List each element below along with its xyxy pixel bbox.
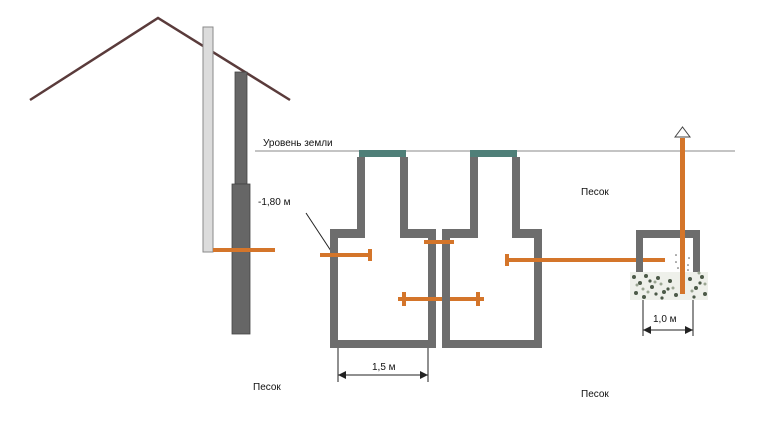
gravel-bed [630, 271, 708, 300]
ground-level-label: Уровень земли [263, 138, 333, 149]
depth-label: -1,80 м [258, 197, 291, 208]
filter-vent-pipe [680, 138, 685, 294]
septic-tank-1 [320, 150, 484, 348]
depth-leader [305, 212, 334, 255]
sand-label-right-top: Песок [581, 187, 609, 198]
filter-well [630, 126, 708, 300]
sand-label-right-bottom: Песок [581, 389, 609, 400]
septic-tank-2 [424, 150, 665, 348]
tank-2-lid [470, 150, 517, 157]
house-drain-riser-top [234, 71, 248, 185]
house-drain-riser [231, 183, 251, 335]
dimension-tank-width: 1,5 м [337, 348, 429, 382]
tank-width-label: 1,5 м [372, 362, 396, 373]
filter-width-label: 1,0 м [653, 314, 677, 325]
tank-1-lid [359, 150, 406, 157]
sand-label-left-bottom: Песок [253, 382, 281, 393]
house-vent-pipe [202, 26, 214, 253]
vent-cap [674, 126, 691, 138]
house-roof [29, 16, 291, 102]
dimension-filter-width: 1,0 м [642, 300, 694, 336]
house-outlet-pipe [213, 248, 275, 252]
